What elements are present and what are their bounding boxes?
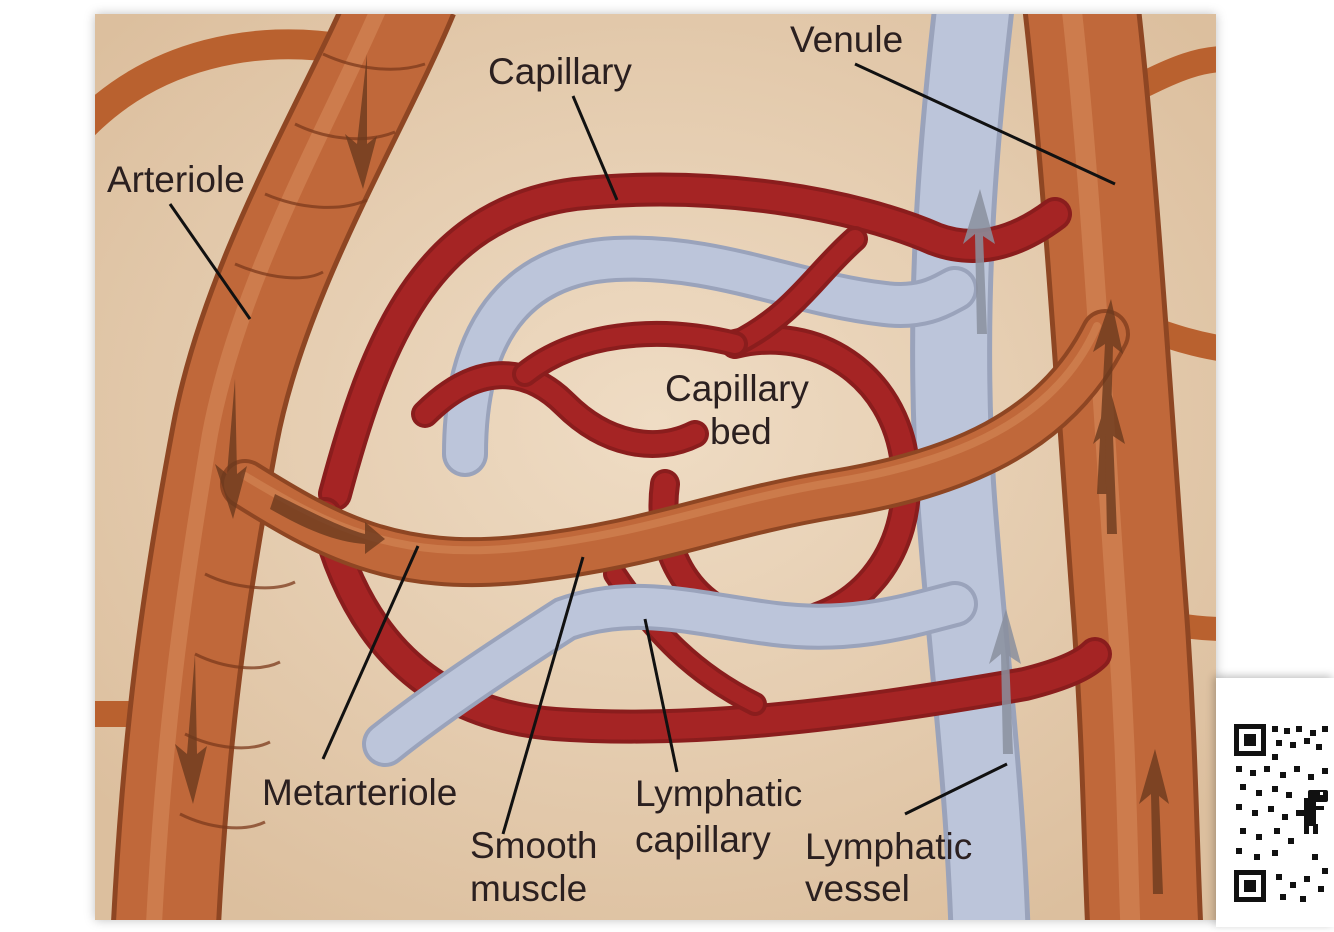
label-lymphatic-vessel-line1: Lymphatic	[805, 826, 972, 867]
leader-lymphatic-vessel	[904, 762, 1008, 816]
arrow-right-metarteriole	[270, 494, 385, 554]
label-venule: Venule	[790, 19, 903, 60]
qr-code-icon	[1234, 724, 1334, 904]
venule	[1022, 14, 1203, 920]
capillary-bed-diagram: Venule Capillary Arteriole Capillary bed…	[95, 14, 1216, 920]
label-capillary: Capillary	[488, 51, 632, 92]
leader-smooth-muscle	[501, 556, 585, 835]
leader-venule	[854, 62, 1116, 186]
arteriole	[111, 14, 456, 920]
lymph-flow-arrows	[963, 189, 1021, 754]
label-arteriole: Arteriole	[107, 159, 245, 200]
arrow-up-venule-2	[1093, 389, 1125, 534]
lymphatic-capillary-lower	[362, 581, 978, 767]
label-lymphatic-capillary-line2: capillary	[635, 819, 771, 860]
capillary-network	[308, 172, 1112, 744]
qr-badge[interactable]	[1216, 678, 1334, 927]
arrow-up-venule	[1139, 749, 1169, 894]
label-lymphatic-capillary-line1: Lymphatic	[635, 773, 802, 814]
leader-arteriole	[168, 203, 252, 320]
label-lymphatic-vessel-line2: vessel	[805, 868, 910, 909]
labels: Venule Capillary Arteriole Capillary bed…	[107, 19, 972, 909]
arrow-up-lymphatic-1	[963, 189, 995, 334]
leader-capillary	[571, 95, 619, 201]
flow-arrows	[175, 54, 1169, 894]
leader-lymphatic-capillary	[643, 618, 679, 773]
arrow-down-arteriole-3	[175, 654, 207, 804]
label-capillary-bed-line1: Capillary	[665, 368, 809, 409]
label-smooth-muscle-line1: Smooth	[470, 825, 598, 866]
label-smooth-muscle-line2: muscle	[470, 868, 587, 909]
arrow-down-arteriole-1	[345, 54, 377, 189]
leader-metarteriole	[321, 545, 420, 760]
label-metarteriole: Metarteriole	[262, 772, 457, 813]
arrow-up-lymphatic-2	[989, 609, 1021, 754]
lymphatic-capillary-upper	[442, 235, 978, 477]
arrow-down-arteriole-2	[215, 379, 247, 519]
leader-lines	[168, 62, 1116, 835]
dinosaur-icon	[1296, 790, 1328, 834]
diagram-frame: Venule Capillary Arteriole Capillary bed…	[95, 14, 1216, 920]
label-capillary-bed-line2: bed	[710, 411, 772, 452]
